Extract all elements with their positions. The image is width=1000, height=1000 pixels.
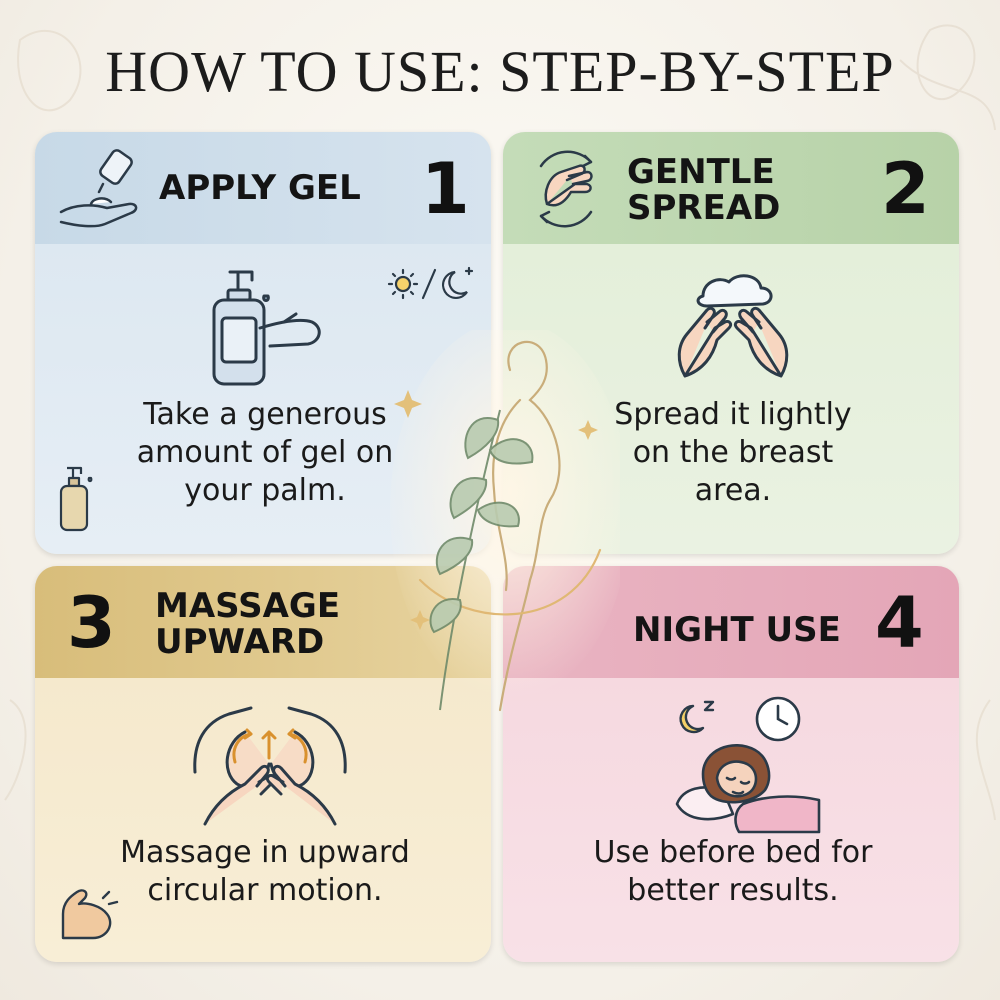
circular-hand-icon [539,150,593,228]
description-line: amount of gel on [136,435,394,470]
flexed-arm-icon [61,889,119,940]
gel-drop-hand-icon [59,149,138,228]
hands-spreading-cream-icon [677,274,789,378]
step-body-3: Massage in upward circular motion. [35,678,491,962]
moon-sleep-icon [679,700,715,734]
pump-bottle-hand-icon [212,270,321,386]
step-description-3: Massage in upward circular motion. [75,834,455,910]
step-title-line: GENTLE [627,152,775,192]
description-line: Take a generous [143,397,387,432]
step-title-line: MASSAGE [155,586,341,626]
step-number-4: 4 [875,582,924,664]
step-title-3: MASSAGE UPWARD [155,588,340,660]
day-night-icon [387,266,474,300]
small-bottle-icon [59,466,93,532]
description-line: Massage in upward [120,835,410,870]
description-line: area. [694,473,772,508]
step-body-4: Use before bed for better results. [503,678,959,962]
description-line: better results. [627,873,839,908]
step-number-1: 1 [421,148,470,230]
step-description-1: Take a generous amount of gel on your pa… [75,396,455,510]
step-description-4: Use before bed for better results. [543,834,923,910]
step-description-2: Spread it lightly on the breast area. [543,396,923,510]
step-title-line: UPWARD [155,622,325,662]
step-header-2: GENTLE SPREAD 2 [503,132,959,244]
description-line: on the breast [632,435,834,470]
step-title-line: SPREAD [627,188,781,228]
sleeping-woman-icon [675,744,821,834]
description-line: Use before bed for [593,835,873,870]
upward-massage-icon [193,706,347,826]
description-line: Spread it lightly [614,397,852,432]
step-number-2: 2 [881,148,930,230]
page-title: HOW TO USE: STEP-BY-STEP [105,39,895,104]
step-header-1: APPLY GEL 1 [35,132,491,244]
step-title-4: NIGHT USE [633,612,841,648]
step-number-3: 3 [67,582,116,664]
description-line: circular motion. [147,873,383,908]
step-title-1: APPLY GEL [159,170,361,206]
step-title-line: APPLY GEL [159,168,361,208]
woman-silhouette-leaf-illustration [390,330,620,712]
description-line: your palm. [184,473,346,508]
step-title-line: NIGHT USE [633,610,841,650]
step-card-3: 3 MASSAGE UPWARD Massage in upward circu… [35,566,491,962]
clock-icon [755,696,801,742]
step-title-2: GENTLE SPREAD [627,154,780,226]
